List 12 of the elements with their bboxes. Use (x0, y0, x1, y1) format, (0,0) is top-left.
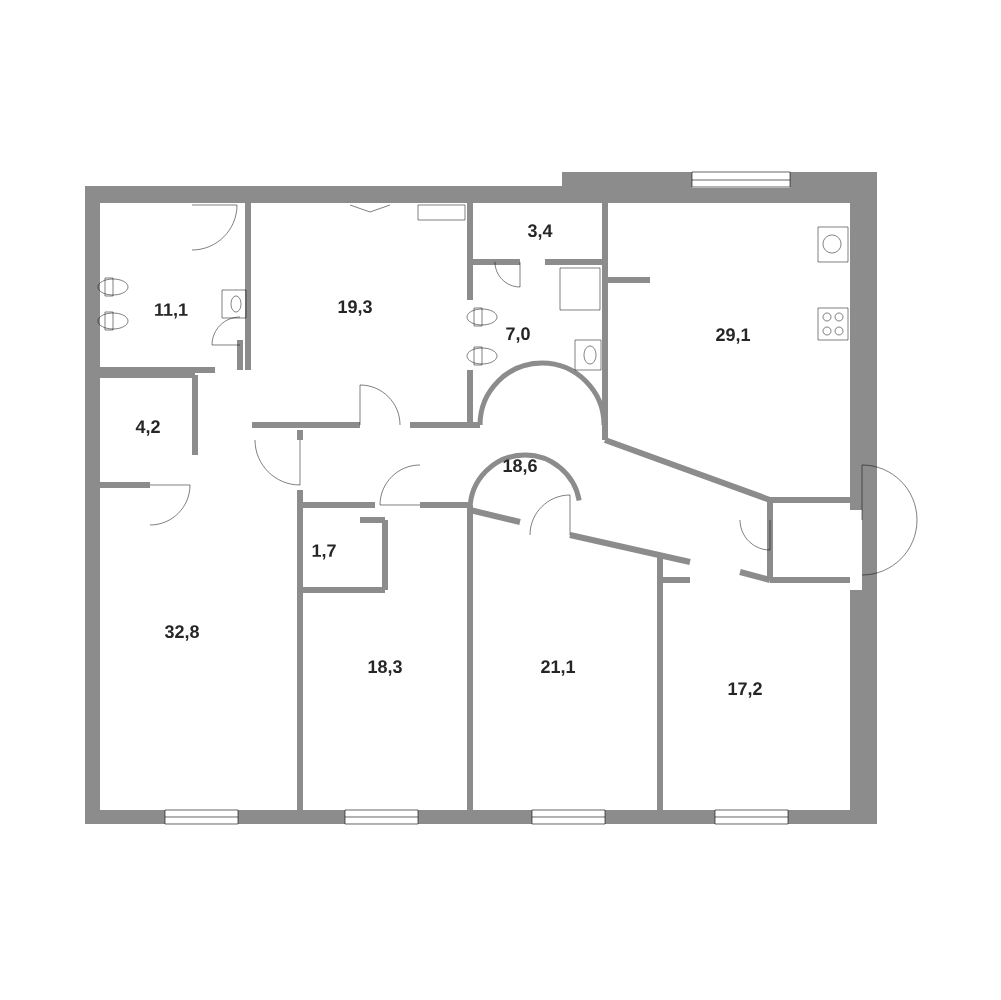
area-label: 1,7 (312, 544, 336, 560)
area-label: 19,3 (338, 300, 372, 316)
area-label: 4,2 (135, 420, 160, 436)
area-label: 29,1 (716, 328, 751, 344)
area-label: 21,1 (541, 660, 576, 676)
area-label: 17,2 (728, 682, 762, 698)
area-label: 18,3 (368, 660, 402, 676)
area-label: 7,0 (506, 327, 530, 343)
area-label: 3,4 (527, 224, 553, 240)
area-label: 32,8 (164, 625, 199, 641)
area-label: 18,6 (503, 459, 537, 475)
area-label: 11,1 (155, 303, 188, 319)
